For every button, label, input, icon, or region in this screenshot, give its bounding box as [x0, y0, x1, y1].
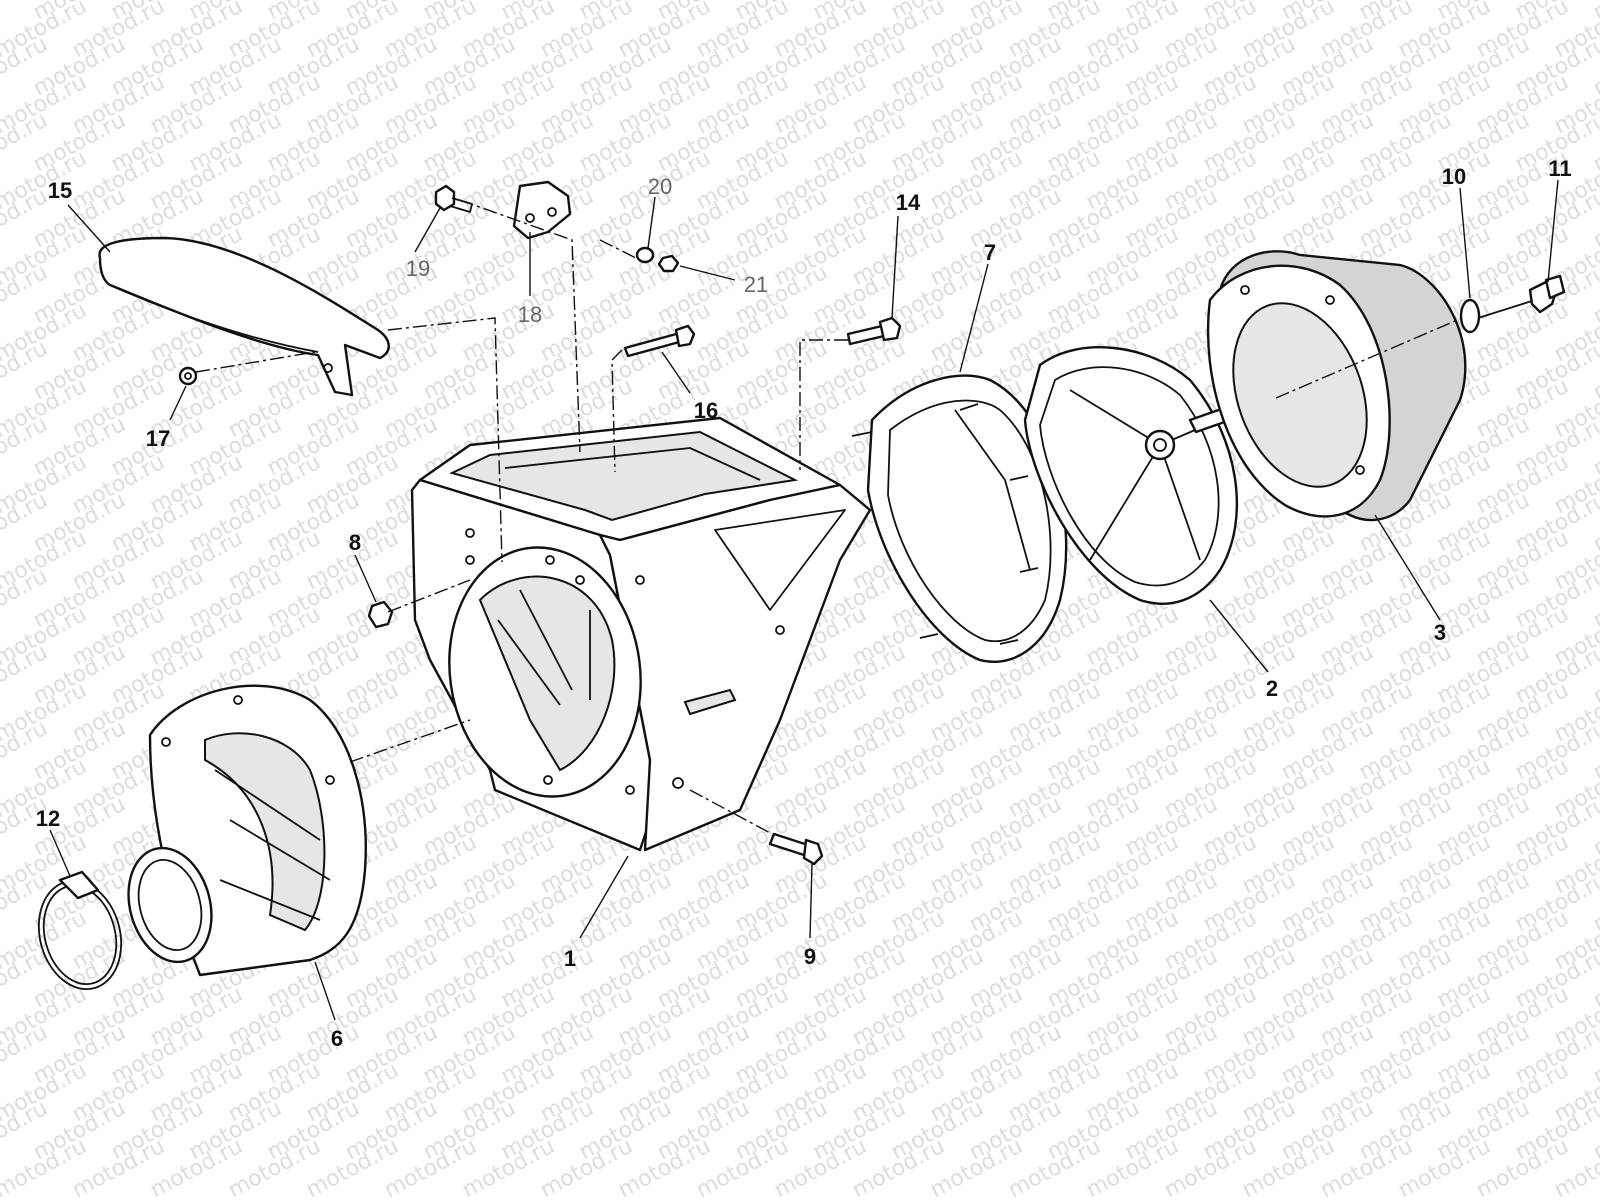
- part-16-bolt: [623, 324, 696, 358]
- part-9-bolt: [768, 832, 824, 866]
- callout-12: 12: [36, 806, 60, 831]
- callout-17: 17: [146, 426, 170, 451]
- callout-10: 10: [1442, 164, 1466, 189]
- callout-labels: 1 2 3 6 7 8 9 10 11 12 14 15 16 17 18 19…: [36, 156, 1572, 1051]
- part-7-gasket: [851, 374, 1068, 664]
- callout-2: 2: [1266, 676, 1278, 701]
- callout-8: 8: [349, 530, 361, 555]
- callout-11: 11: [1548, 156, 1571, 181]
- callout-20: 20: [648, 174, 672, 199]
- part-6-duct: [127, 684, 367, 977]
- callout-7: 7: [984, 240, 996, 265]
- callout-14: 14: [896, 190, 921, 215]
- part-15-cover: [98, 236, 390, 397]
- part-20-washer: [635, 246, 655, 264]
- part-11-wing-bolt: [1477, 274, 1566, 319]
- callout-1: 1: [564, 946, 576, 971]
- part-14-bolt: [846, 316, 902, 346]
- part-3-foam-element: [1206, 250, 1467, 522]
- callout-18: 18: [518, 302, 542, 327]
- part-7-studs: [851, 403, 1039, 645]
- part-8-nut: [367, 600, 394, 629]
- callout-3: 3: [1434, 620, 1446, 645]
- assembly-lines: [195, 199, 1463, 835]
- part-18-bracket: [512, 180, 572, 240]
- part-12-clamp: [37, 870, 123, 991]
- watermark-text: motod.ru: [1589, 0, 1600, 25]
- callout-9: 9: [804, 944, 816, 969]
- part-10-washer: [1459, 298, 1481, 334]
- part-17-nut: [178, 366, 198, 386]
- callout-6: 6: [331, 1026, 343, 1051]
- callout-15: 15: [48, 178, 72, 203]
- leader-lines: [49, 179, 1559, 1021]
- callout-21: 21: [744, 272, 768, 297]
- part-21-nut: [657, 254, 680, 273]
- callout-16: 16: [694, 398, 718, 423]
- part-1-housing: [410, 416, 872, 852]
- callout-19: 19: [406, 256, 430, 281]
